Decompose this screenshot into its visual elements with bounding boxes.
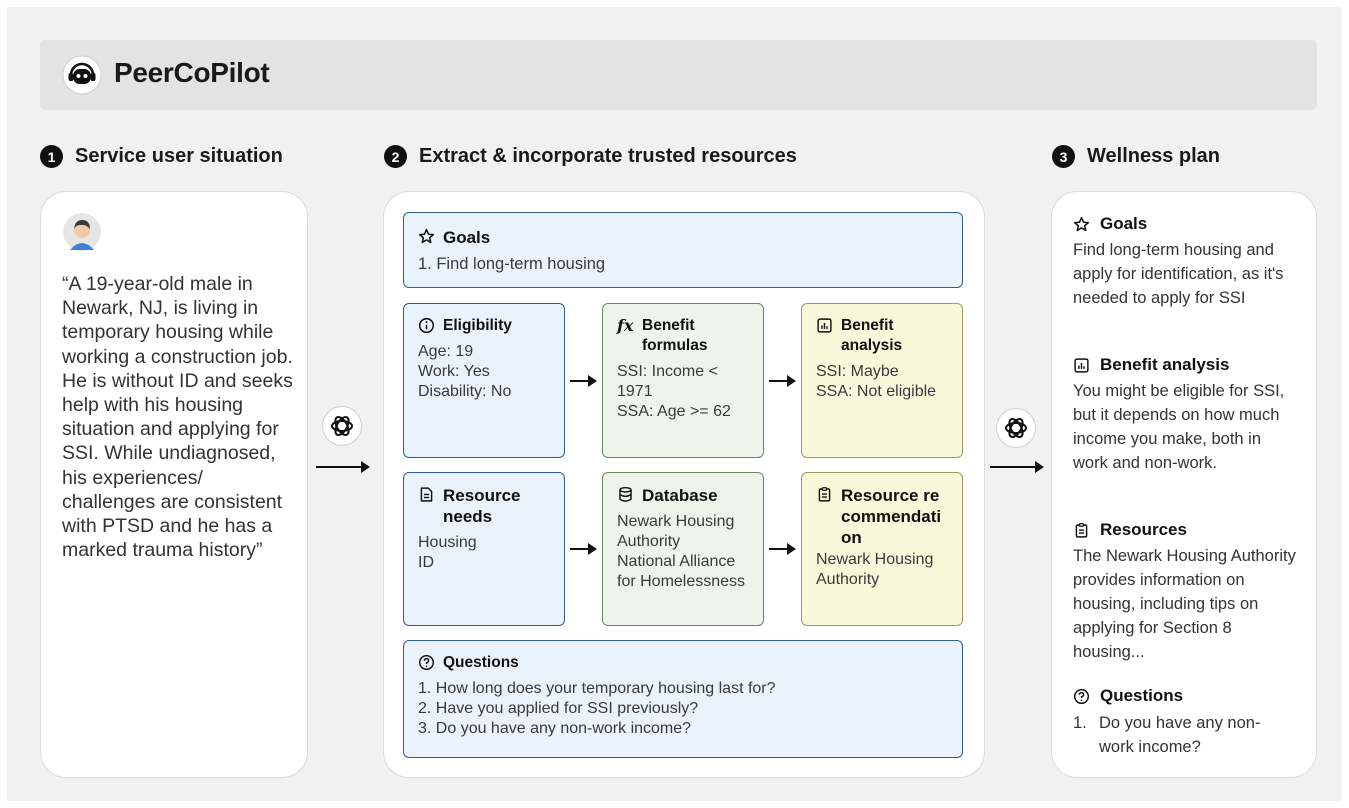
plan-question-item: 1. Do you have any non-work income? — [1073, 711, 1298, 759]
resource-needs-card: Resource needs Housing ID — [403, 472, 565, 626]
plan-goals-title: Goals — [1073, 214, 1147, 234]
step-3-label: Wellness plan — [1087, 145, 1221, 167]
plan-questions-title: Questions — [1073, 686, 1183, 706]
step-2-title: 2 Extract & incorporate trusted resource… — [384, 145, 797, 168]
needs-line: ID — [418, 554, 434, 571]
questions-card: Questions 1. How long does your temporar… — [403, 640, 963, 758]
benefit-analysis-card: Benefit analysis SSI: Maybe SSA: Not eli… — [801, 303, 963, 458]
eligibility-line: Age: 19 — [418, 343, 474, 360]
goals-card: Goals 1. Find long-term housing — [403, 212, 963, 288]
formula-line: SSI: Income < 1971 — [617, 363, 718, 400]
arrow-database-recommendation — [769, 543, 796, 555]
analysis-line: SSA: Not eligible — [816, 383, 937, 400]
openai-logo-icon-2 — [996, 408, 1036, 448]
goals-card-title: Goals — [418, 227, 948, 248]
bar-chart-icon — [817, 318, 832, 333]
clipboard-icon — [1075, 522, 1088, 538]
step-2-number: 2 — [384, 145, 407, 168]
plan-panel — [1051, 191, 1317, 778]
database-card: Database Newark Housing Authority Nation… — [602, 472, 764, 626]
question-item: 2. Have you applied for SSI previously? — [418, 700, 699, 717]
info-icon — [418, 317, 435, 334]
flow-arrow-1 — [316, 461, 370, 473]
plan-benefit-analysis-title: Benefit analysis — [1073, 355, 1229, 375]
question-icon — [1073, 688, 1090, 704]
benefit-formulas-title: fx Benefit formulas — [617, 316, 708, 354]
question-icon — [418, 654, 435, 671]
bar-chart-icon — [1074, 357, 1089, 373]
goal-item: 1. Find long-term housing — [418, 255, 606, 273]
formula-line: SSA: Age >= 62 — [617, 403, 731, 420]
star-icon — [1073, 216, 1090, 231]
flow-arrow-2 — [990, 461, 1044, 473]
situation-quote: “A 19-year-old male in Newark, NJ, is li… — [62, 273, 293, 562]
question-item: 1. How long does your temporary housing … — [418, 680, 776, 697]
arrow-formulas-analysis — [769, 375, 796, 387]
app-title: PeerCoPilot — [114, 57, 270, 88]
database-line: National Alliance for Homelessness — [617, 553, 746, 590]
eligibility-title: Eligibility — [418, 316, 550, 336]
benefit-analysis-title: Benefit analysis — [816, 316, 948, 356]
recommendation-line: Newark Housing Authority — [816, 551, 934, 588]
step-1-label: Service user situation — [75, 145, 283, 167]
plan-resources-title: Resources — [1073, 520, 1187, 540]
database-line: Newark Housing Authority — [617, 513, 735, 550]
resource-recommendation-card: Resource recommendation Newark Housing A… — [801, 472, 963, 626]
user-avatar-icon — [62, 212, 102, 252]
database-icon — [619, 486, 632, 502]
step-3-title: 3 Wellness plan — [1052, 145, 1220, 168]
benefit-formulas-card: fx Benefit formulas SSI: Income < 1971 S… — [602, 303, 764, 458]
plan-question-text: Do you have any non-work income? — [1099, 714, 1261, 756]
robot-headset-icon — [62, 55, 102, 95]
question-item: 3. Do you have any non-work income? — [418, 720, 692, 737]
resource-needs-title: Resource needs — [418, 485, 550, 527]
clipboard-icon — [818, 487, 831, 502]
plan-goals-text: Find long-term housing and apply for ide… — [1073, 241, 1284, 307]
arrow-eligibility-formulas — [570, 375, 597, 387]
analysis-line: SSI: Maybe — [816, 363, 899, 380]
plan-benefit-analysis-text: You might be eligible for SSI, but it de… — [1073, 382, 1285, 472]
eligibility-card: Eligibility Age: 19 Work: Yes Disability… — [403, 303, 565, 458]
plan-question-number: 1. — [1073, 714, 1087, 732]
star-icon — [418, 228, 435, 244]
arrow-needs-database — [570, 543, 597, 555]
resource-recommendation-title: Resource recommendation — [816, 485, 948, 548]
app-header — [40, 40, 1317, 110]
eligibility-line: Work: Yes — [418, 363, 490, 380]
step-2-label: Extract & incorporate trusted resources — [419, 145, 797, 167]
questions-title: Questions — [418, 653, 948, 673]
situation-panel — [40, 191, 308, 778]
function-icon: fx — [617, 316, 634, 335]
step-3-number: 3 — [1052, 145, 1075, 168]
database-title: Database — [617, 485, 749, 506]
plan-resources-text: The Newark Housing Authority provides in… — [1073, 547, 1296, 661]
document-icon — [420, 487, 433, 502]
eligibility-line: Disability: No — [418, 383, 512, 400]
step-1-title: 1 Service user situation — [40, 145, 283, 168]
openai-logo-icon — [322, 406, 362, 446]
needs-line: Housing — [418, 534, 477, 551]
step-1-number: 1 — [40, 145, 63, 168]
